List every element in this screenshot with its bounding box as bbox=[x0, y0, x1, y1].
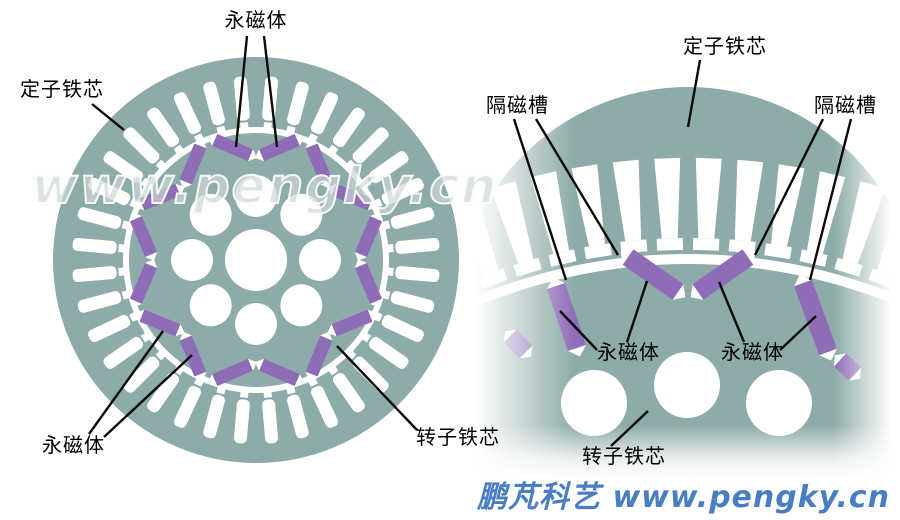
label-magnet-top-left-view: 永磁体 bbox=[224, 8, 288, 32]
label-magnet-bottom-left-view: 永磁体 bbox=[42, 433, 105, 457]
label-rotor-core-left-view: 转子铁芯 bbox=[416, 425, 500, 449]
label-magnet-right-right-view: 永磁体 bbox=[721, 340, 784, 364]
label-flux-barrier-left: 隔磁槽 bbox=[486, 93, 549, 117]
label-stator-core-right-view: 定子铁芯 bbox=[683, 34, 767, 58]
right-detail-view bbox=[470, 87, 900, 520]
watermark-text: www.pengky.cn bbox=[31, 156, 499, 216]
label-stator-core-left-view: 定子铁芯 bbox=[20, 77, 104, 101]
left-motor-art bbox=[53, 57, 459, 463]
label-magnet-left-right-view: 永磁体 bbox=[597, 340, 660, 364]
label-rotor-core-right-view: 转子铁芯 bbox=[582, 444, 666, 468]
label-flux-barrier-right: 隔磁槽 bbox=[814, 93, 877, 117]
right-detail-art bbox=[470, 87, 900, 520]
brand-footer: 鹏芃科艺 www.pengky.cn bbox=[477, 480, 891, 515]
